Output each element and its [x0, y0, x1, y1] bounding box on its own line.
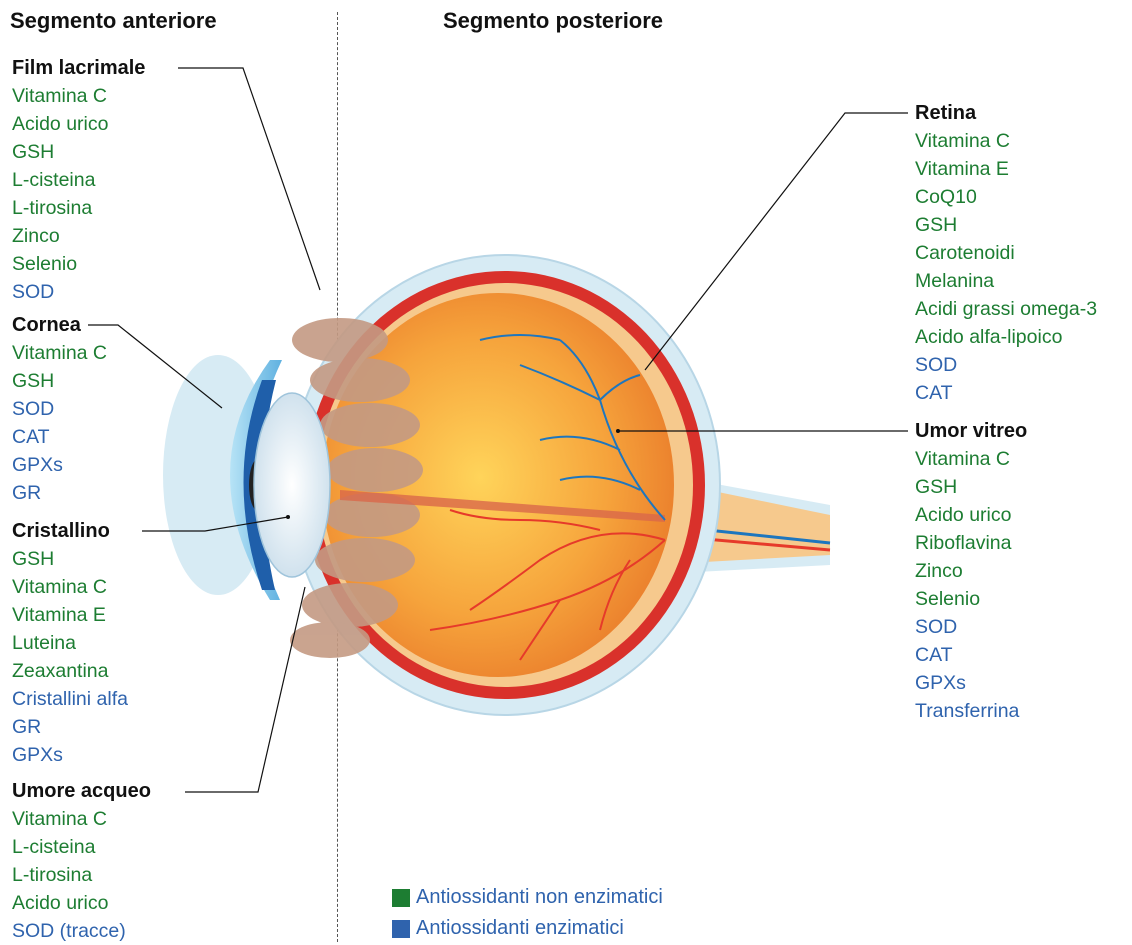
antioxidant-item: SOD — [12, 278, 145, 306]
antioxidant-item: CAT — [12, 423, 107, 451]
antioxidant-item: GR — [12, 479, 107, 507]
leader-retina — [645, 113, 908, 370]
antioxidant-item: Acido alfa-lipoico — [915, 323, 1097, 351]
antioxidant-item: Vitamina E — [915, 155, 1097, 183]
antioxidant-item: Selenio — [12, 250, 145, 278]
antioxidant-item: Vitamina C — [12, 573, 128, 601]
antioxidant-item: SOD — [915, 613, 1027, 641]
antioxidant-item: GSH — [915, 473, 1027, 501]
antioxidant-item: Acido urico — [12, 110, 145, 138]
leader-film — [178, 68, 320, 290]
antioxidant-item: Vitamina C — [12, 805, 151, 833]
leader-acqueo — [185, 587, 305, 792]
antioxidant-item: Vitamina C — [915, 127, 1097, 155]
antioxidant-item: Carotenoidi — [915, 239, 1097, 267]
antioxidant-item: SOD (tracce) — [12, 917, 151, 945]
antioxidant-item: GR — [12, 713, 128, 741]
group-cristallino: CristallinoGSHVitamina CVitamina ELutein… — [12, 517, 128, 769]
group-title: Film lacrimale — [12, 54, 145, 82]
antioxidant-item: Transferrina — [915, 697, 1027, 725]
antioxidant-item: Vitamina E — [12, 601, 128, 629]
antioxidant-item: Acidi grassi omega-3 — [915, 295, 1097, 323]
antioxidant-item: CAT — [915, 641, 1027, 669]
antioxidant-item: Vitamina C — [12, 339, 107, 367]
antioxidant-item: CAT — [915, 379, 1097, 407]
group-title: Umor vitreo — [915, 417, 1027, 445]
legend-enzymatic: Antiossidanti enzimatici — [392, 917, 624, 940]
antioxidant-item: Luteina — [12, 629, 128, 657]
antioxidant-item: Cristallini alfa — [12, 685, 128, 713]
antioxidant-item: GSH — [12, 545, 128, 573]
legend-swatch-blue — [392, 920, 410, 938]
legend-label: Antiossidanti non enzimatici — [416, 886, 663, 909]
antioxidant-item: L-tirosina — [12, 861, 151, 889]
lens — [254, 393, 330, 577]
group-title: Cristallino — [12, 517, 128, 545]
antioxidant-item: SOD — [12, 395, 107, 423]
legend-non-enzymatic: Antiossidanti non enzimatici — [392, 886, 663, 909]
antioxidant-item: GPXs — [12, 741, 128, 769]
group-title: Retina — [915, 99, 1097, 127]
antioxidant-item: GSH — [12, 138, 145, 166]
antioxidant-item: Melanina — [915, 267, 1097, 295]
group-title: Cornea — [12, 311, 107, 339]
antioxidant-item: CoQ10 — [915, 183, 1097, 211]
group-acqueo: Umore acqueoVitamina CL-cisteinaL-tirosi… — [12, 777, 151, 945]
antioxidant-item: Zinco — [12, 222, 145, 250]
legend-label: Antiossidanti enzimatici — [416, 917, 624, 940]
antioxidant-item: GSH — [12, 367, 107, 395]
antioxidant-item: Zeaxantina — [12, 657, 128, 685]
antioxidant-item: GSH — [915, 211, 1097, 239]
antioxidant-item: Zinco — [915, 557, 1027, 585]
group-title: Umore acqueo — [12, 777, 151, 805]
group-vitreo: Umor vitreoVitamina CGSHAcido uricoRibof… — [915, 417, 1027, 725]
antioxidant-item: Vitamina C — [915, 445, 1027, 473]
antioxidant-item: Acido urico — [12, 889, 151, 917]
antioxidant-item: GPXs — [915, 669, 1027, 697]
antioxidant-item: Selenio — [915, 585, 1027, 613]
group-retina: RetinaVitamina CVitamina ECoQ10GSHCarote… — [915, 99, 1097, 407]
antioxidant-item: Acido urico — [915, 501, 1027, 529]
antioxidant-item: SOD — [915, 351, 1097, 379]
antioxidant-item: GPXs — [12, 451, 107, 479]
antioxidant-item: Riboflavina — [915, 529, 1027, 557]
group-film: Film lacrimaleVitamina CAcido uricoGSHL-… — [12, 54, 145, 306]
antioxidant-item: L-tirosina — [12, 194, 145, 222]
antioxidant-item: L-cisteina — [12, 833, 151, 861]
antioxidant-item: L-cisteina — [12, 166, 145, 194]
antioxidant-item: Vitamina C — [12, 82, 145, 110]
legend-swatch-green — [392, 889, 410, 907]
group-cornea: CorneaVitamina CGSHSODCATGPXsGR — [12, 311, 107, 507]
